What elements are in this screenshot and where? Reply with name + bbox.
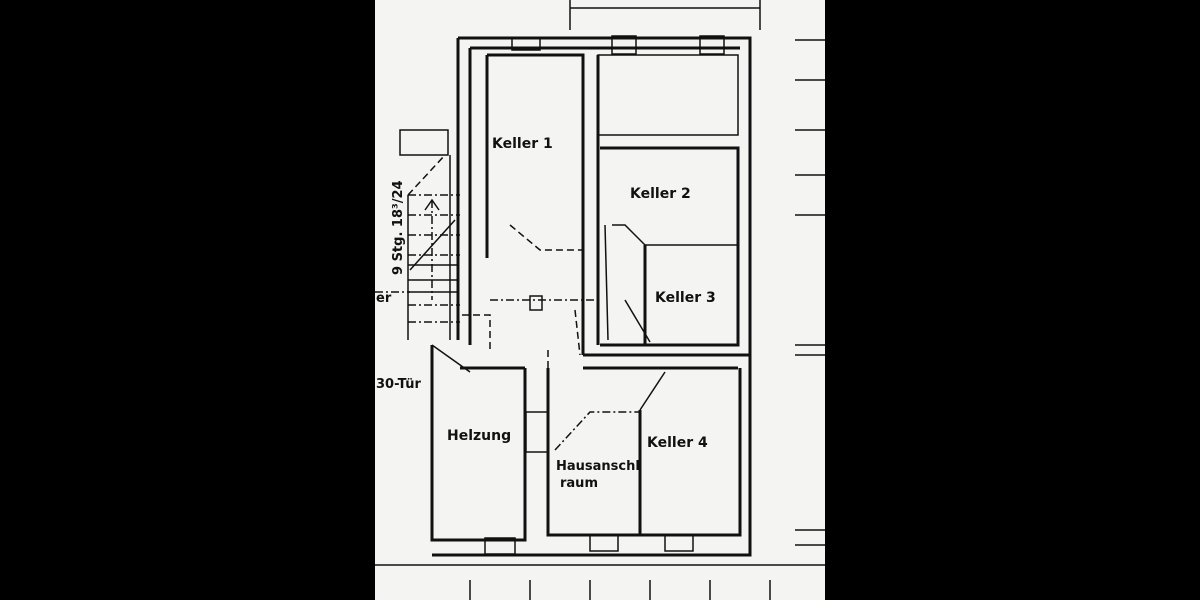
- label-hausanschluss-1: Hausanschl: [556, 459, 640, 474]
- label-keller-3: Keller 3: [655, 290, 716, 306]
- label-heizung: Helzung: [447, 428, 511, 444]
- label-keller-1: Keller 1: [492, 136, 553, 152]
- label-hausanschluss-2: raum: [560, 476, 598, 491]
- chimney-shaft: [525, 411, 549, 453]
- margin-marks: [469, 39, 825, 600]
- corridor: [462, 295, 750, 370]
- room-hausanschluss-keller-4: [546, 368, 742, 552]
- label-keller-2: Keller 2: [630, 186, 691, 202]
- room-heizung: [430, 344, 527, 555]
- label-keller-4: Keller 4: [647, 435, 708, 451]
- hatched-area: [581, 35, 739, 355]
- outer-walls: [375, 0, 825, 566]
- staircase: [375, 129, 460, 340]
- label-fragment: er: [376, 291, 392, 306]
- label-stairs: 9 Stg. 18³/24: [391, 180, 406, 275]
- room-keller-2-3: [600, 146, 740, 347]
- label-door: 30-Tür: [376, 377, 421, 392]
